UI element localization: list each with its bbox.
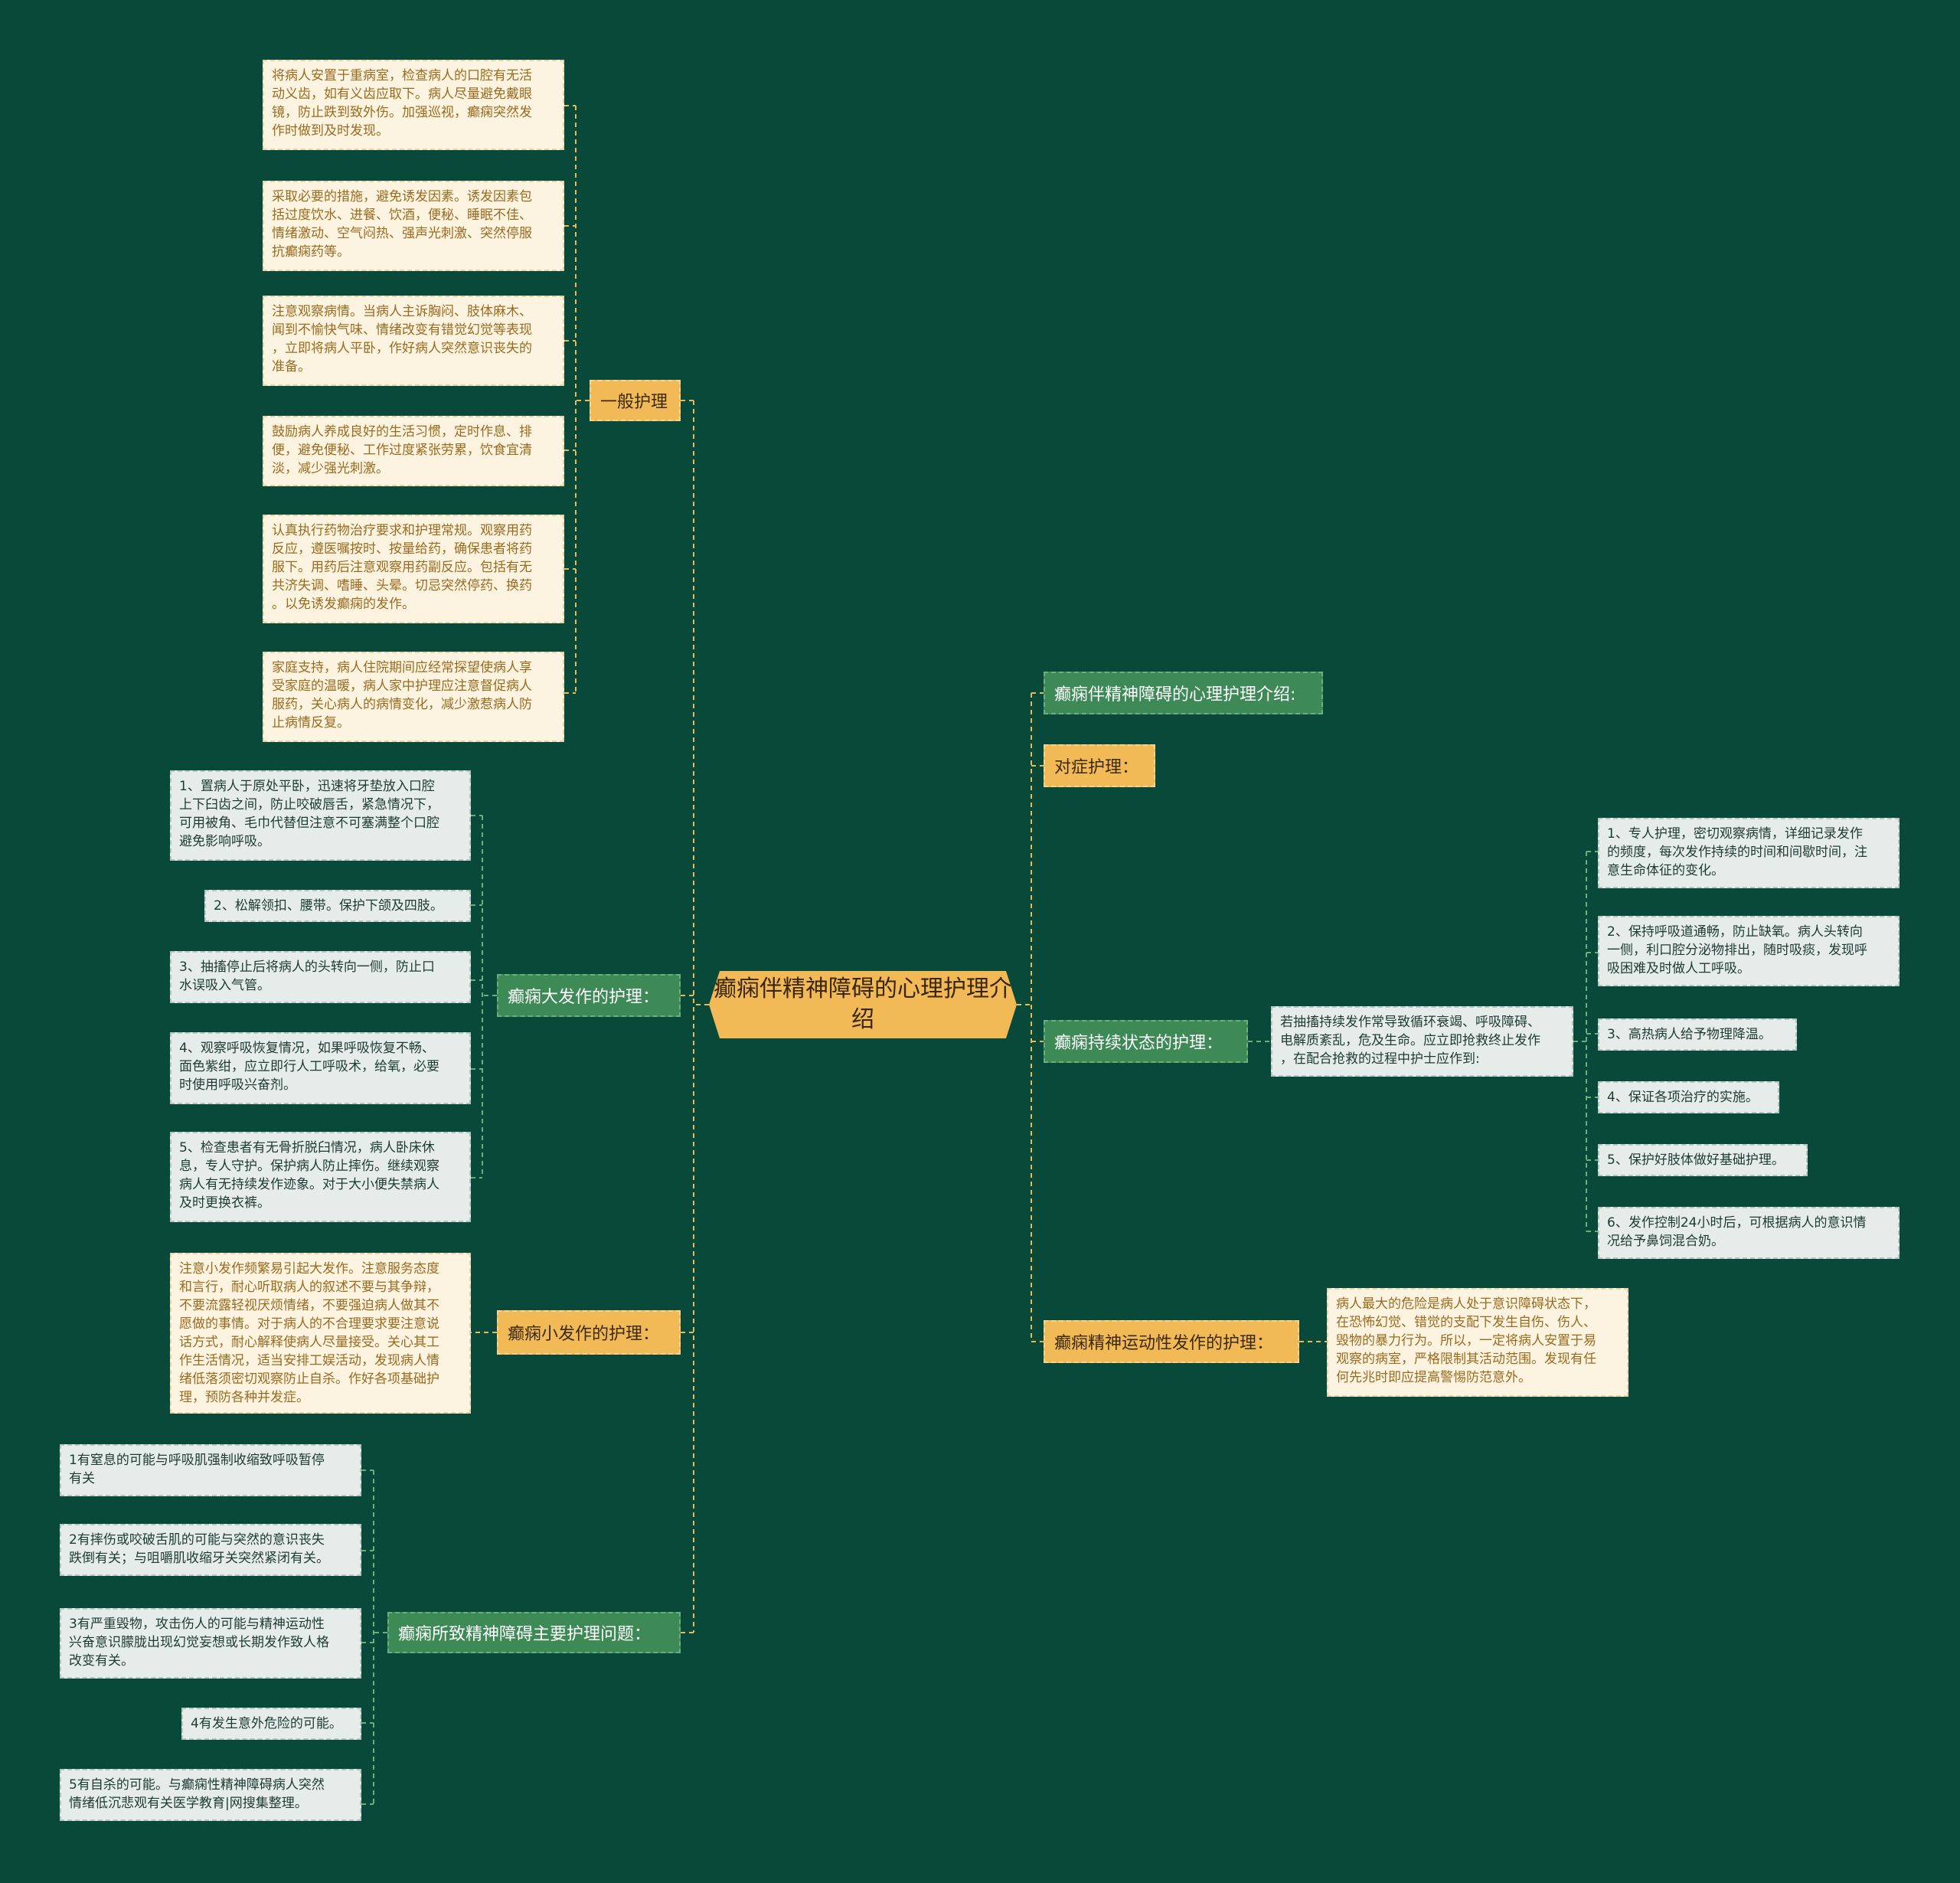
status-item: 5、保护好肢体做好基础护理。 [1598, 1144, 1808, 1176]
general-item: 将病人安置于重病室，检查病人的口腔有无活 动义齿，如有义齿应取下。病人尽量避免戴… [263, 60, 564, 150]
general-item: 家庭支持，病人住院期间应经常探望使病人享 受家庭的温暖，病人家中护理应注意督促病… [263, 652, 564, 742]
status-item: 2、保持呼吸道通畅，防止缺氧。病人头转向 一侧，利口腔分泌物排出，随时吸痰，发现… [1598, 916, 1900, 986]
status-item: 1、专人护理，密切观察病情，详细记录发作 的频度，每次发作持续的时间和间歇时间，… [1598, 818, 1900, 888]
problem-item: 4有发生意外危险的可能。 [181, 1708, 361, 1740]
branch-status-epilepticus[interactable]: 癫痫持续状态的护理： [1044, 1020, 1248, 1063]
problem-item: 1有窒息的可能与呼吸肌强制收缩致呼吸暂停 有关 [60, 1444, 361, 1496]
branch-major-seizure[interactable]: 癫痫大发作的护理： [497, 974, 681, 1017]
problem-item: 5有自杀的可能。与癫痫性精神障碍病人突然 情绪低沉悲观有关医学教育|网搜集整理。 [60, 1769, 361, 1821]
general-item: 认真执行药物治疗要求和护理常规。观察用药 反应，遵医嘱按时、按量给药，确保患者将… [263, 515, 564, 623]
status-description: 若抽搐持续发作常导致循环衰竭、呼吸障碍、 电解质紊乱，危及生命。应立即抢救终止发… [1271, 1006, 1573, 1077]
problem-item: 2有摔伤或咬破舌肌的可能与突然的意识丧失 跌倒有关；与咀嚼肌收缩牙关突然紧闭有关… [60, 1524, 361, 1576]
general-item: 采取必要的措施，避免诱发因素。诱发因素包 括过度饮水、进餐、饮酒，便秘、睡眠不佳… [263, 181, 564, 271]
status-item: 3、高热病人给予物理降温。 [1598, 1018, 1797, 1051]
major-item: 1、置病人于原处平卧，迅速将牙垫放入口腔 上下臼齿之间，防止咬破唇舌，紧急情况下… [170, 770, 471, 861]
central-topic[interactable]: 癫痫伴精神障碍的心理护理介绍 [709, 971, 1017, 1038]
general-item: 鼓励病人养成良好的生活习惯，定时作息、排 便，避免便秘、工作过度紧张劳累，饮食宜… [263, 416, 564, 486]
major-item: 5、检查患者有无骨折脱臼情况，病人卧床休 息，专人守护。保护病人防止摔伤。继续观… [170, 1132, 471, 1222]
branch-psychomotor-seizure[interactable]: 癫痫精神运动性发作的护理： [1044, 1320, 1299, 1363]
general-item: 注意观察病情。当病人主诉胸闷、肢体麻木、 闻到不愉快气味、情绪改变有错觉幻觉等表… [263, 296, 564, 386]
major-item: 4、观察呼吸恢复情况，如果呼吸恢复不畅、 面色紫绀，应立即行人工呼吸术，给氧，必… [170, 1032, 471, 1104]
minor-item: 注意小发作频繁易引起大发作。注意服务态度 和言行，耐心听取病人的叙述不要与其争辩… [170, 1253, 471, 1414]
psychomotor-item: 病人最大的危险是病人处于意识障碍状态下， 在恐怖幻觉、错觉的支配下发生自伤、伤人… [1327, 1288, 1628, 1397]
major-item: 2、松解领扣、腰带。保护下颌及四肢。 [204, 890, 471, 922]
branch-general-care[interactable]: 一般护理 [590, 380, 681, 421]
branch-intro[interactable]: 癫痫伴精神障碍的心理护理介绍: [1044, 672, 1323, 714]
status-item: 4、保证各项治疗的实施。 [1598, 1081, 1779, 1113]
branch-symptomatic-care[interactable]: 对症护理： [1044, 744, 1155, 787]
problem-item: 3有严重毁物，攻击伤人的可能与精神运动性 兴奋意识朦胧出现幻觉妄想或长期发作致人… [60, 1608, 361, 1679]
branch-minor-seizure[interactable]: 癫痫小发作的护理： [497, 1310, 681, 1355]
branch-main-problems[interactable]: 癫痫所致精神障碍主要护理问题： [387, 1612, 681, 1653]
major-item: 3、抽搐停止后将病人的头转向一侧，防止口 水误吸入气管。 [170, 951, 471, 1003]
status-item: 6、发作控制24小时后，可根据病人的意识情 况给予鼻饲混合奶。 [1598, 1207, 1900, 1259]
